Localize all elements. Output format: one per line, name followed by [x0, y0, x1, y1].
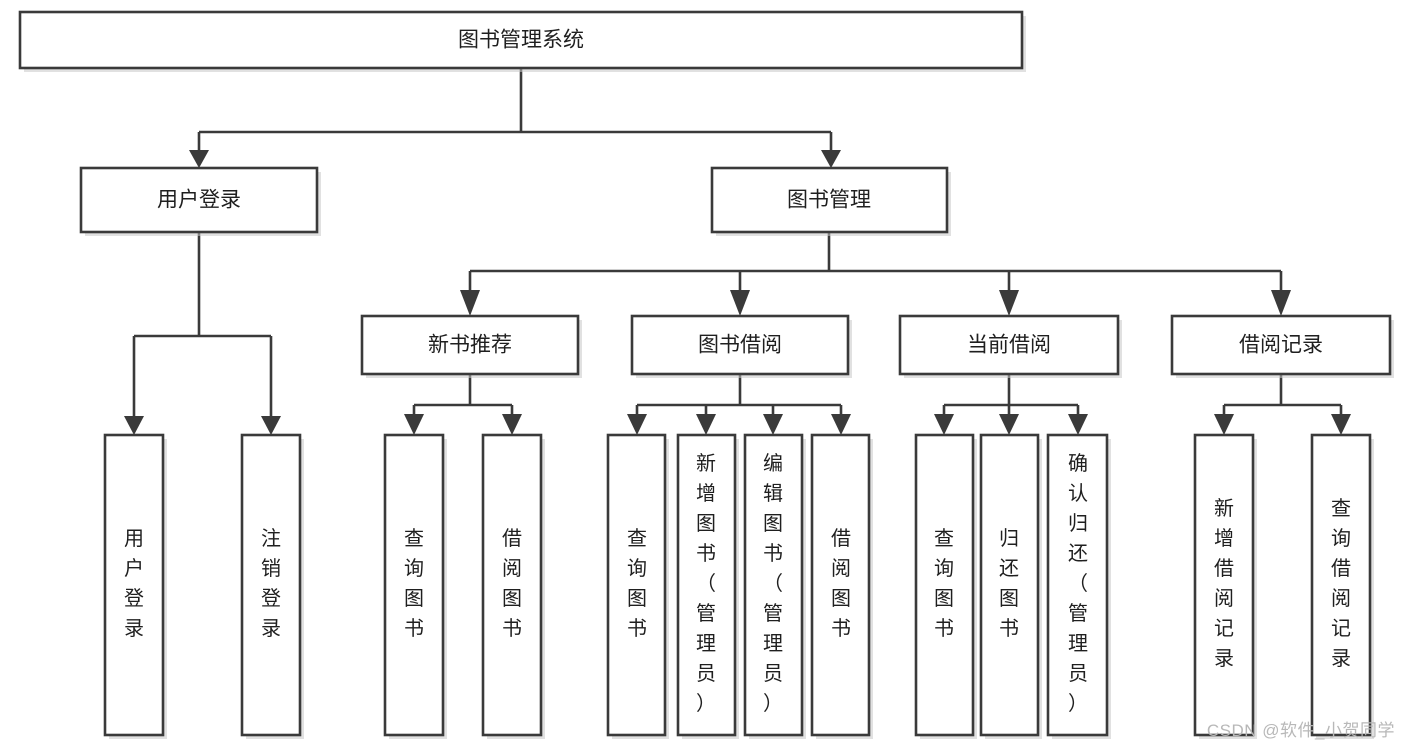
leaf-logout-box [240, 433, 302, 737]
leaf-record-query-box [1310, 433, 1372, 737]
node-book-borrow-box [630, 314, 850, 376]
arrow-head-leaf-user-login [124, 416, 144, 435]
node-user-login-box [79, 166, 319, 234]
leaf-borrow-lend-box [810, 433, 871, 737]
node-book-manage-label: 图书管理 [787, 189, 871, 212]
leaf-current-query-label: 查询图书 [934, 527, 954, 640]
node-book-borrow[interactable]: 图书借阅 [630, 314, 852, 378]
arrow-head-leaf-borrow-query [627, 414, 647, 435]
leaf-borrow-query-box [606, 433, 667, 737]
node-new-book-recommend-box [360, 314, 580, 376]
leaf-borrow-add[interactable]: 新增图书（管理员） [676, 433, 739, 739]
arrow-head-leaf-current-query [934, 414, 954, 435]
leaf-record-query[interactable]: 查询借阅记录 [1310, 433, 1374, 739]
arrow-head-leaf-record-query [1331, 414, 1351, 435]
arrow-head-leaf-borrow-lend [831, 414, 851, 435]
node-borrow-record[interactable]: 借阅记录 [1170, 314, 1394, 378]
arrow-head-leaf-borrow-add [696, 414, 716, 435]
leaf-newbook-query-box [383, 433, 445, 737]
connector-currentborrow-to-leaves [942, 375, 1080, 418]
node-root-label: 图书管理系统 [458, 29, 584, 52]
leaf-record-query-label: 查询借阅记录 [1331, 497, 1351, 670]
arrow-head-leaf-current-confirm [1068, 414, 1088, 435]
arrow-head-user-login [189, 150, 209, 168]
connector-root-to-level1 [197, 68, 833, 152]
node-book-manage-box [710, 166, 949, 234]
leaf-current-confirm-label: 确认归还（管理员） [1068, 452, 1088, 715]
connector-newbook-to-leaves [412, 375, 514, 418]
node-current-borrow[interactable]: 当前借阅 [898, 314, 1122, 378]
leaf-borrow-edit-box [743, 433, 804, 737]
node-borrow-record-box [1170, 314, 1392, 376]
node-book-borrow-label: 图书借阅 [698, 334, 782, 357]
connector-layer [124, 68, 1351, 435]
leaf-record-add-box [1193, 433, 1255, 737]
arrow-head-leaf-current-return [999, 414, 1019, 435]
arrow-head-leaf-record-add [1214, 414, 1234, 435]
leaf-current-confirm-box [1046, 433, 1109, 737]
leaf-current-return[interactable]: 归还图书 [979, 433, 1042, 739]
leaf-record-add-label: 新增借阅记录 [1214, 497, 1234, 670]
arrow-head-leaf-logout [261, 416, 281, 435]
arrow-head-current-borrow [999, 290, 1019, 316]
node-user-login-label: 用户登录 [157, 189, 241, 212]
connector-bookborrow-to-leaves [635, 375, 843, 418]
leaf-borrow-lend-label: 借阅图书 [831, 527, 851, 640]
connector-bookmanage-to-level2 [468, 232, 1283, 292]
arrow-head-leaf-borrow-edit [763, 414, 783, 435]
leaf-borrow-query[interactable]: 查询图书 [606, 433, 669, 739]
leaf-newbook-query[interactable]: 查询图书 [383, 433, 447, 739]
node-current-borrow-box [898, 314, 1120, 376]
leaf-borrow-add-label: 新增图书（管理员） [696, 452, 716, 715]
node-root-box [18, 10, 1024, 70]
node-book-manage[interactable]: 图书管理 [710, 166, 951, 236]
leaf-user-login-box [103, 433, 165, 737]
leaf-user-login[interactable]: 用户登录 [103, 433, 167, 739]
leaf-current-return-label: 归还图书 [999, 527, 1019, 640]
node-borrow-record-label: 借阅记录 [1239, 334, 1323, 357]
leaf-current-query-box [914, 433, 975, 737]
arrow-head-leaf-newbook-query [404, 414, 424, 435]
arrow-head-borrow-record [1271, 290, 1291, 316]
leaf-user-login-label: 用户登录 [124, 528, 144, 640]
arrow-head-leaf-newbook-borrow [502, 414, 522, 435]
leaf-borrow-lend[interactable]: 借阅图书 [810, 433, 873, 739]
leaf-current-query[interactable]: 查询图书 [914, 433, 977, 739]
node-current-borrow-label: 当前借阅 [967, 334, 1051, 357]
arrow-head-book-manage [821, 150, 841, 168]
leaf-logout[interactable]: 注销登录 [240, 433, 304, 739]
node-root[interactable]: 图书管理系统 [18, 10, 1026, 72]
node-new-book-recommend-label: 新书推荐 [428, 334, 512, 357]
leaf-newbook-borrow[interactable]: 借阅图书 [481, 433, 545, 739]
leaf-current-return-box [979, 433, 1040, 737]
connector-userlogin-to-leaves [132, 232, 273, 418]
leaf-borrow-add-box [676, 433, 737, 737]
arrow-head-book-borrow [730, 290, 750, 316]
leaf-borrow-query-label: 查询图书 [627, 527, 647, 640]
leaf-newbook-query-label: 查询图书 [404, 527, 424, 640]
leaf-record-add[interactable]: 新增借阅记录 [1193, 433, 1257, 739]
node-new-book-recommend[interactable]: 新书推荐 [360, 314, 582, 378]
leaf-newbook-borrow-box [481, 433, 543, 737]
arrow-head-new-book [460, 290, 480, 316]
leaf-borrow-edit-label: 编辑图书（管理员） [763, 452, 783, 715]
connector-borrowrecord-to-leaves [1222, 375, 1343, 418]
leaf-logout-label: 注销登录 [261, 527, 281, 640]
leaf-newbook-borrow-label: 借阅图书 [502, 527, 522, 640]
leaf-borrow-edit[interactable]: 编辑图书（管理员） [743, 433, 806, 739]
leaf-current-confirm[interactable]: 确认归还（管理员） [1046, 433, 1111, 739]
node-user-login[interactable]: 用户登录 [79, 166, 321, 236]
